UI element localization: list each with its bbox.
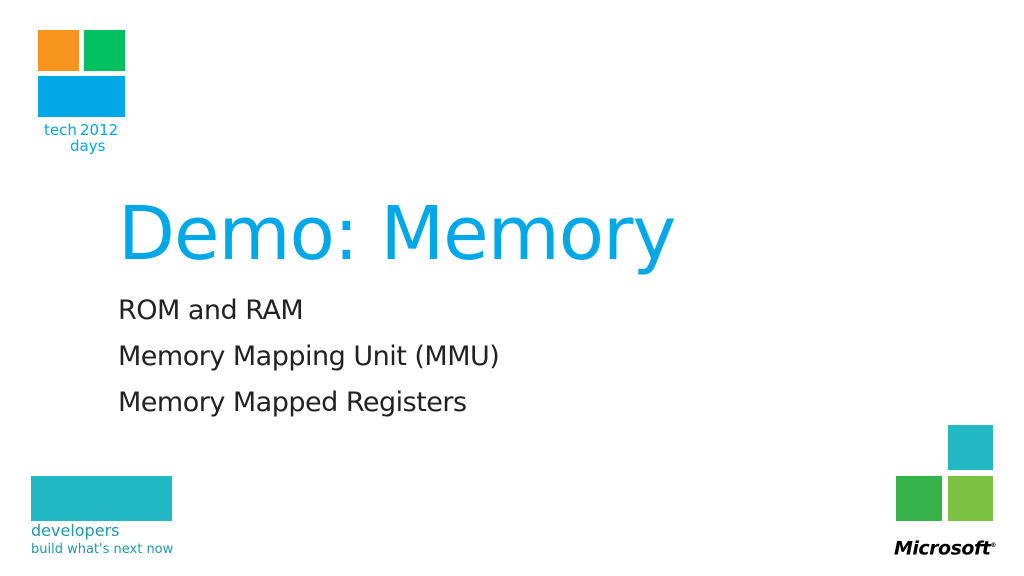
developers-tagline: build what's next now: [31, 542, 174, 557]
logo-blue-tile: [38, 76, 125, 117]
corner-green-tile: [896, 476, 942, 521]
corner-lime-tile: [948, 476, 993, 521]
bullet-item: Memory Mapping Unit (MMU): [118, 341, 500, 372]
logo-green-tile: [84, 30, 125, 71]
corner-teal-tile: [948, 425, 993, 470]
slide-title: Demo: Memory: [118, 191, 676, 277]
microsoft-logo-text: Microsoft: [894, 537, 991, 560]
developers-teal-bar: [31, 476, 172, 521]
microsoft-logo: Microsoft®: [894, 534, 996, 560]
bullet-item: Memory Mapped Registers: [118, 387, 467, 418]
techdays-tech-text: tech: [44, 121, 77, 139]
registered-mark: ®: [990, 542, 996, 549]
logo-orange-tile: [38, 30, 79, 71]
bullet-item: ROM and RAM: [118, 295, 304, 326]
developers-title: developers: [31, 521, 120, 540]
bullet-list: ROM and RAM Memory Mapping Unit (MMU) Me…: [118, 288, 500, 426]
techdays-year-text: 2012: [80, 121, 119, 139]
techdays-days-text: days: [70, 137, 106, 155]
